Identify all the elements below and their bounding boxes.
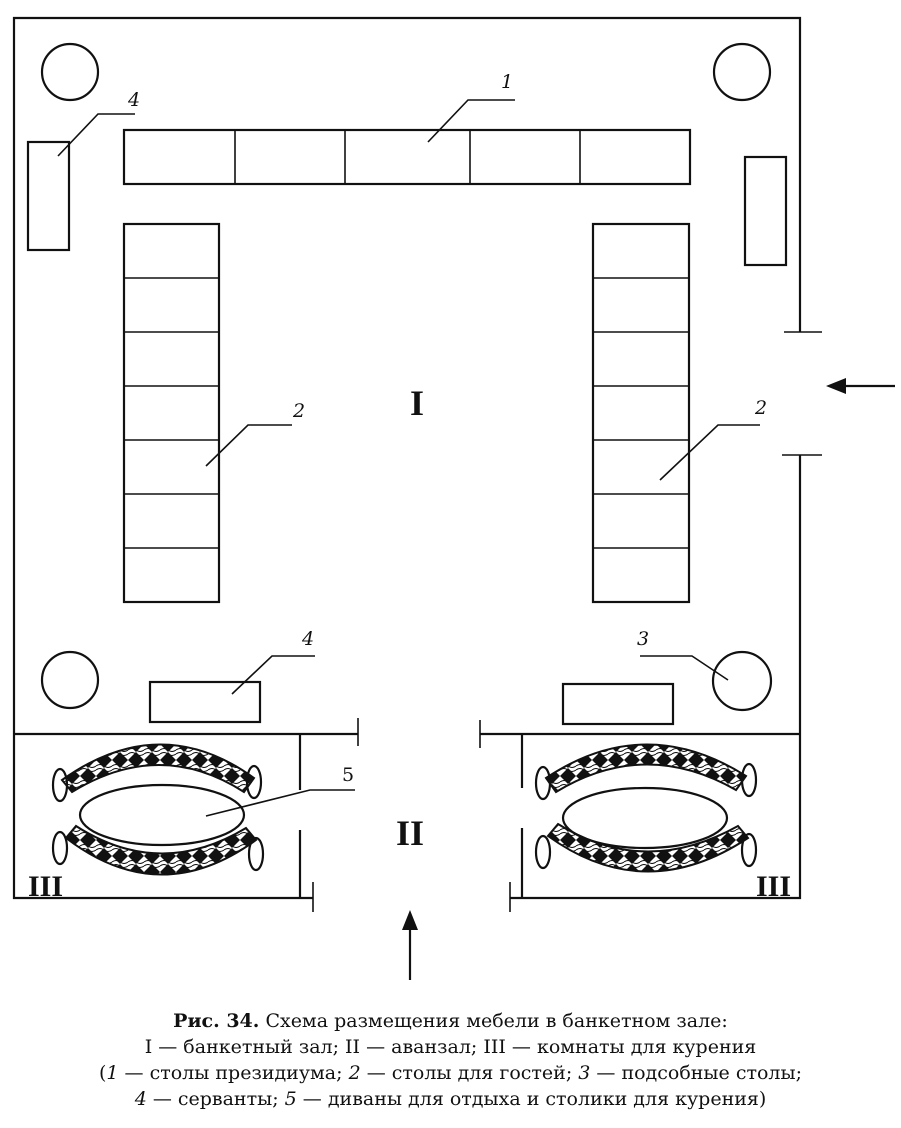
caption-legend-line-1: (1 — столы президиума; 2 — столы для гос…	[98, 1062, 803, 1084]
caption-title-line: Рис. 34. Схема размещения мебели в банке…	[0, 1008, 901, 1034]
round-table-bottom-left	[40, 650, 100, 710]
callout-sideboard-bottom: 4	[301, 628, 314, 650]
callout-aux-table: 3	[637, 628, 649, 650]
callout-presidium: 1	[501, 71, 513, 93]
presidium-tables	[122, 128, 692, 186]
entrance-arrow-bottom	[402, 910, 418, 980]
sideboard-bottom-right	[561, 682, 675, 726]
zone-smoking-right: III	[756, 870, 791, 903]
inner-partition	[14, 718, 800, 912]
caption-title: Схема размещения мебели в банкетном зале…	[265, 1010, 728, 1032]
callout-sideboard-top: 4	[127, 89, 140, 111]
round-table-top-right	[712, 42, 772, 102]
zone-anteroom: II	[396, 813, 424, 853]
callout-guests-right: 2	[754, 397, 767, 419]
caption-zones-line: I — банкетный зал; II — аванзал; III — к…	[144, 1036, 757, 1058]
zone-smoking-left: III	[28, 870, 63, 903]
sideboard-left	[26, 140, 71, 252]
smoking-set-left	[51, 743, 265, 876]
guest-tables-left	[122, 222, 221, 604]
sideboard-bottom-left	[148, 680, 262, 724]
leader-lines	[57, 99, 760, 817]
auxiliary-table-round	[711, 650, 773, 712]
caption-legend-line-2: 4 — серванты; 5 — диваны для отдыха и ст…	[134, 1088, 767, 1110]
figure-caption: Рис. 34. Схема размещения мебели в банке…	[0, 1008, 901, 1112]
smoking-set-right	[534, 743, 758, 873]
callout-sofas: 5	[342, 764, 354, 786]
sideboard-right	[743, 155, 788, 267]
banquet-hall-plan: 1 4 2 2 4 3 5 I II III III	[12, 16, 895, 980]
outer-walls	[12, 16, 822, 900]
figure-number: Рис. 34.	[173, 1010, 260, 1032]
round-table-top-left	[40, 42, 100, 102]
guest-tables-right	[591, 222, 691, 604]
callout-guests-left: 2	[292, 400, 305, 422]
entrance-arrow-right	[826, 378, 895, 394]
zone-hall: I	[410, 383, 424, 423]
